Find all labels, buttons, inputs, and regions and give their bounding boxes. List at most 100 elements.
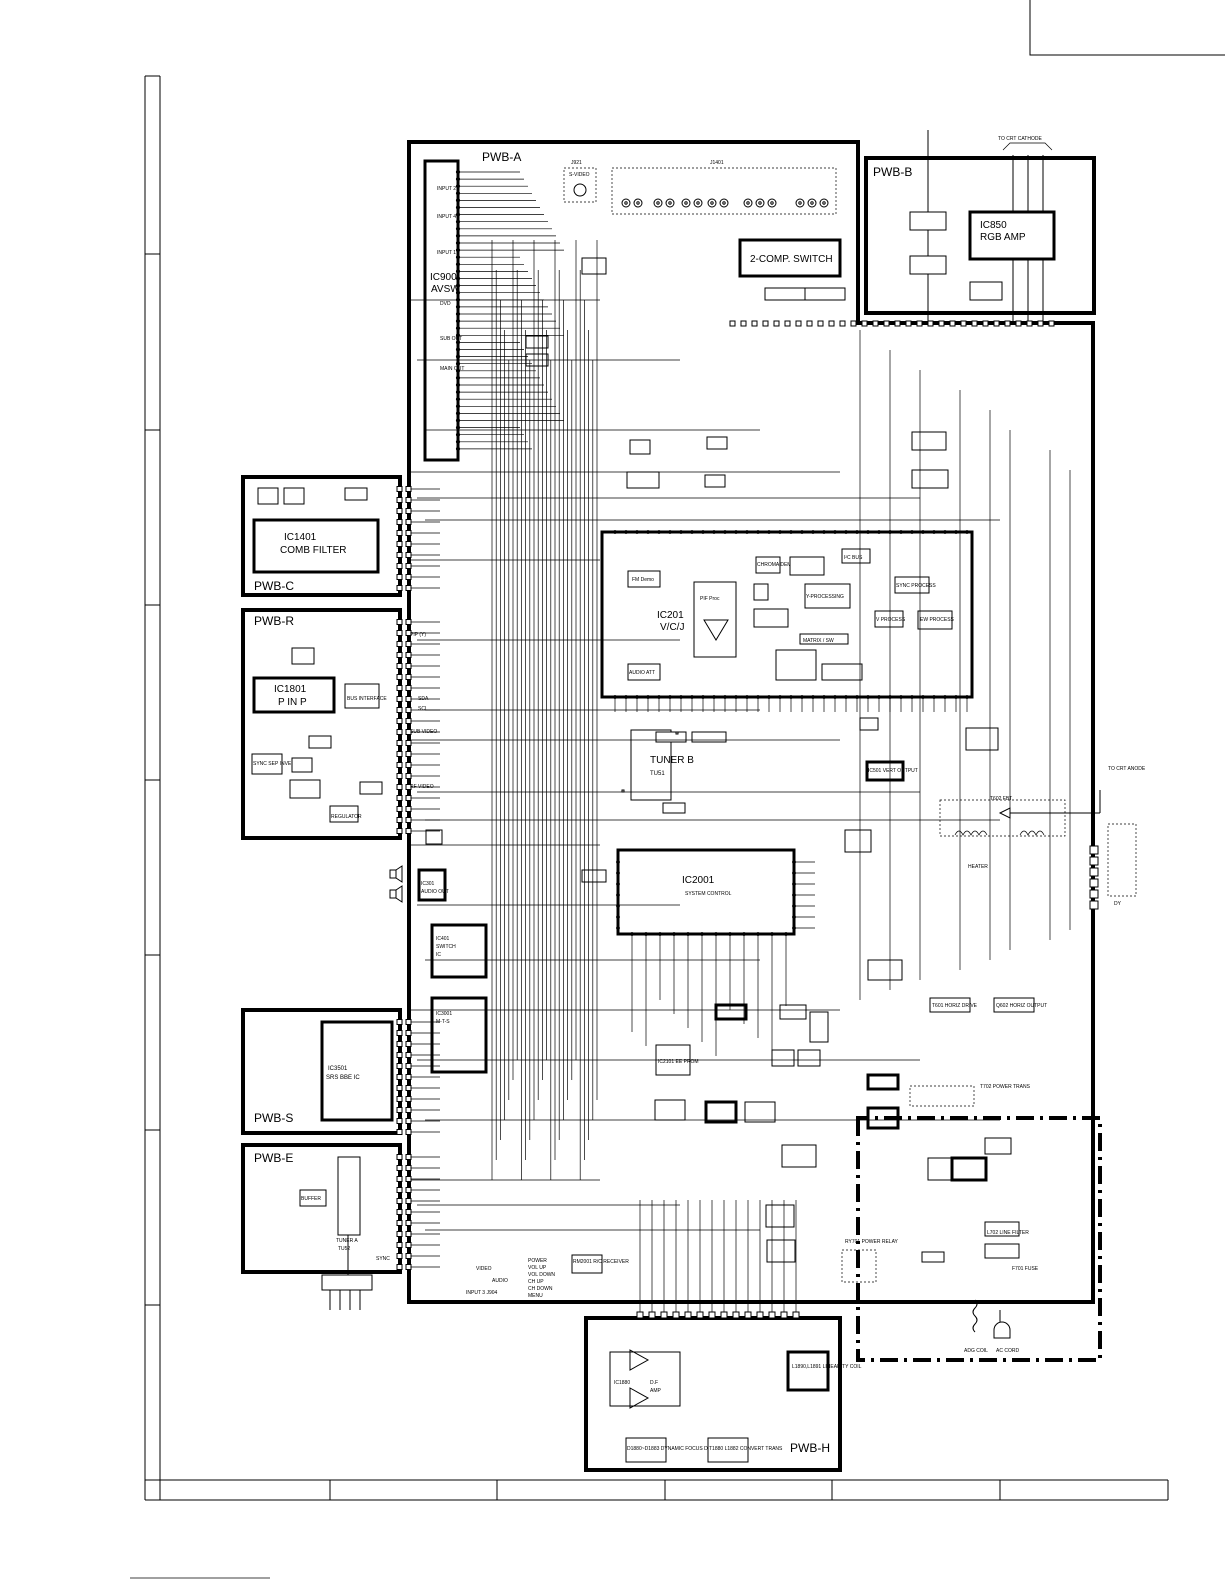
svg-text:CH UP: CH UP (528, 1279, 544, 1285)
svg-text:ADG COIL: ADG COIL (964, 1348, 988, 1354)
svg-text:SYSTEM CONTROL: SYSTEM CONTROL (685, 891, 732, 897)
svg-text:RGB AMP: RGB AMP (980, 232, 1026, 243)
svg-text:SUB VIDEO: SUB VIDEO (410, 729, 437, 735)
tuner-b: TUNER B TU51 (630, 729, 727, 801)
pwb-h-label: PWB-H (790, 1441, 830, 1455)
svg-text:TO CRT ANODE: TO CRT ANODE (1108, 766, 1146, 772)
svg-text:IC301: IC301 (421, 881, 435, 887)
svg-text:CHROMA DEMO: CHROMA DEMO (757, 562, 795, 568)
svg-text:IC900: IC900 (430, 272, 457, 283)
svg-text:F701 FUSE: F701 FUSE (1012, 1266, 1039, 1272)
lower-blocks: IC2101 EE PROM RM2001 R/C RECEIVER IC501… (525, 257, 1047, 1274)
misc-labels: POWER VOL UP VOL DOWN CH UP CH DOWN MENU… (376, 632, 555, 1299)
pwb-h-board: PWB-H IC1880 D.F AMP L1890,L1891 LINEARI… (584, 1316, 862, 1472)
svg-text:CH DOWN: CH DOWN (528, 1286, 553, 1292)
svg-text:VIDEO: VIDEO (476, 1266, 492, 1272)
svg-text:AMP: AMP (650, 1388, 662, 1394)
svg-text:AVSW: AVSW (431, 284, 460, 295)
svg-text:V/C/J: V/C/J (660, 622, 684, 633)
svg-text:SYNC: SYNC (376, 1256, 390, 1262)
svg-text:AC CORD: AC CORD (996, 1348, 1019, 1354)
svg-text:RY701 POWER RELAY: RY701 POWER RELAY (845, 1239, 899, 1245)
svg-text:EW PROCESS: EW PROCESS (920, 617, 955, 623)
ic401-switch: IC401 SWITCH IC (430, 923, 488, 979)
svg-text:TUNER A: TUNER A (336, 1238, 358, 1244)
svg-text:T601 HORIZ DRIVE: T601 HORIZ DRIVE (932, 1003, 978, 1009)
svg-text:BUS INTERFACE: BUS INTERFACE (347, 696, 387, 702)
pwb-r-label: PWB-R (254, 614, 294, 628)
svg-text:PIP (Y): PIP (Y) (410, 632, 426, 638)
svg-text:VOL DOWN: VOL DOWN (528, 1272, 555, 1278)
svg-text:J1401: J1401 (710, 160, 724, 166)
svg-text:SUB OUT: SUB OUT (440, 336, 462, 342)
svg-text:TU52: TU52 (338, 1246, 350, 1252)
ic900-avsw: IC900 AVSW INPUT 2 INPUT 4 INPUT 1 DVD S… (423, 159, 464, 462)
pwb-c-board: PWB-C IC1401 COMB FILTER (241, 475, 402, 597)
comp-switch: 2-COMP. SWITCH (738, 238, 846, 301)
svg-text:Y-PROCESSING: Y-PROCESSING (806, 594, 844, 600)
svg-text:J921: J921 (571, 160, 582, 166)
pwb-a-board: PWB-A (407, 140, 1095, 1304)
svg-text:SWITCH: SWITCH (436, 944, 456, 950)
svg-text:IC501 VERT OUTPUT: IC501 VERT OUTPUT (868, 768, 918, 774)
svg-text:M-T-S: M-T-S (436, 1019, 450, 1025)
pwb-e-board: PWB-E TUNER A TU52 BUFFER (241, 1143, 402, 1310)
connector-row-top (729, 320, 1055, 327)
svg-text:BUFFER: BUFFER (301, 1196, 321, 1202)
svg-text:TUNER B: TUNER B (650, 755, 694, 766)
to-crt-cathode-label: TO CRT CATHODE (998, 136, 1042, 142)
svg-text:2-COMP. SWITCH: 2-COMP. SWITCH (750, 254, 833, 265)
svg-text:COMB FILTER: COMB FILTER (280, 545, 346, 556)
svg-text:D1880~D1883 DYNAMIC FOCUS DRIV: D1880~D1883 DYNAMIC FOCUS DRIVE (627, 1446, 720, 1452)
board-connectors (396, 486, 800, 1319)
svg-text:INPUT 1: INPUT 1 (437, 250, 456, 256)
svg-text:DVD: DVD (440, 301, 451, 307)
svg-text:V PROCESS: V PROCESS (876, 617, 906, 623)
svg-text:IC3001: IC3001 (436, 1011, 452, 1017)
pwb-e-label: PWB-E (254, 1151, 293, 1165)
svg-text:IC201: IC201 (657, 610, 684, 621)
svg-text:D.F: D.F (650, 1380, 658, 1386)
svg-text:T702 POWER TRANS: T702 POWER TRANS (980, 1084, 1031, 1090)
svg-text:IC2101 EE PROM: IC2101 EE PROM (658, 1059, 699, 1065)
svg-text:MAIN OUT: MAIN OUT (440, 366, 464, 372)
svg-text:MENU: MENU (528, 1293, 543, 1299)
svg-text:L702 LINE FILTER: L702 LINE FILTER (987, 1230, 1029, 1236)
svg-text:POWER: POWER (528, 1258, 547, 1264)
svg-text:IC2001: IC2001 (682, 875, 715, 886)
svg-text:IC401: IC401 (436, 936, 450, 942)
svg-text:T602 FBT: T602 FBT (990, 796, 1012, 802)
power-supply: T702 POWER TRANS L702 LINE FILTER RY701 … (841, 1084, 1102, 1362)
ic2001-system-control: IC2001 SYSTEM CONTROL (616, 848, 796, 936)
ic3001-mts: IC3001 M-T-S (430, 996, 488, 1074)
svg-text:Q602 HORIZ OUTPUT: Q602 HORIZ OUTPUT (996, 1003, 1047, 1009)
pwb-a-label: PWB-A (482, 150, 521, 164)
svg-text:AUDIO OUT: AUDIO OUT (421, 889, 449, 895)
svg-text:AUDIO: AUDIO (492, 1278, 508, 1284)
svg-text:IC1880: IC1880 (614, 1380, 630, 1386)
svg-text:HEATER: HEATER (968, 864, 988, 870)
svg-text:IC1801: IC1801 (274, 684, 307, 695)
svg-text:SCL: SCL (418, 706, 428, 712)
svg-text:RM2001 R/C RECEIVER: RM2001 R/C RECEIVER (573, 1259, 629, 1265)
ic850-rgb-amp (968, 210, 1056, 261)
svg-text:IC: IC (436, 952, 441, 958)
svg-text:IC850: IC850 (980, 220, 1007, 231)
svg-text:TU51: TU51 (650, 771, 665, 777)
pwb-r-board: PWB-R IC1801 P IN P BUS INTERFACE SYNC S… (241, 608, 402, 840)
svg-text:INPUT 2: INPUT 2 (437, 186, 456, 192)
svg-text:SYNC SEP INVERTER: SYNC SEP INVERTER (253, 761, 305, 767)
pwb-s-label: PWB-S (254, 1111, 293, 1125)
svg-text:IC1401: IC1401 (284, 532, 317, 543)
wiring (409, 171, 1071, 1312)
svg-text:T1880 L1882 CONVERT TRANS: T1880 L1882 CONVERT TRANS (709, 1446, 783, 1452)
pwb-c-label: PWB-C (254, 579, 294, 593)
svg-text:I²C BUS: I²C BUS (844, 555, 863, 561)
ic201-vcj: IC201 V/C/J FM Demo AUDIO ATT PIF Proc C… (600, 530, 974, 699)
svg-text:IC3501: IC3501 (328, 1066, 348, 1072)
svg-text:S-VIDEO: S-VIDEO (569, 172, 590, 178)
ic900-pins (455, 169, 461, 451)
pwb-b-board: PWB-B IC850 RGB AMP TO CRT CATHODE (864, 130, 1096, 325)
svg-text:P IN P: P IN P (278, 697, 307, 708)
